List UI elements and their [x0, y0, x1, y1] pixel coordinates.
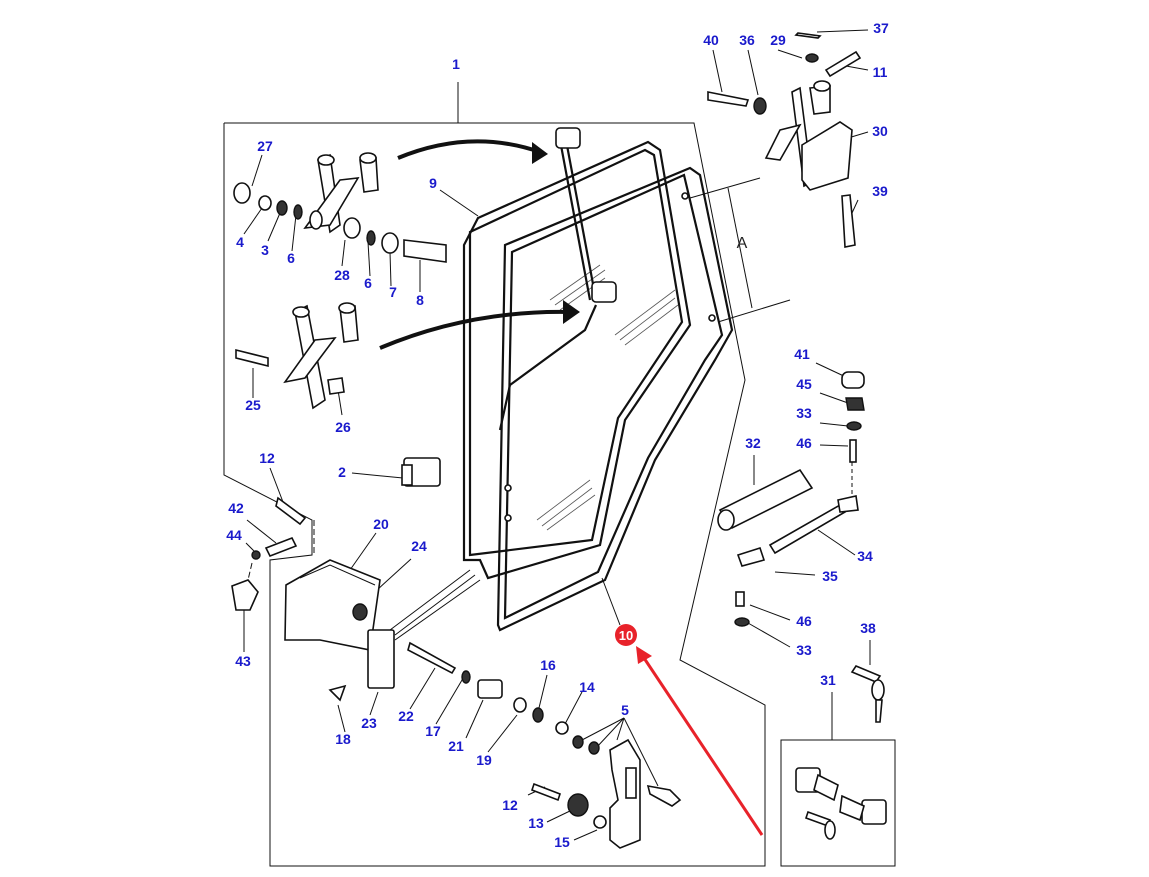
- callout-part-25[interactable]: 25: [245, 397, 261, 413]
- callout-part-1[interactable]: 1: [452, 56, 460, 72]
- callout-part-12[interactable]: 12: [259, 450, 275, 466]
- callout-part-46[interactable]: 46: [796, 613, 812, 629]
- callout-part-11[interactable]: 11: [872, 64, 888, 80]
- small-bolts-left: [231, 496, 544, 723]
- callout-part-8[interactable]: 8: [416, 292, 424, 308]
- callout-part-32[interactable]: 32: [745, 435, 761, 451]
- callout-part-13[interactable]: 13: [528, 815, 544, 831]
- callout-part-5[interactable]: 5: [621, 702, 629, 718]
- callout-part-4[interactable]: 4: [236, 234, 244, 250]
- callout-part-27[interactable]: 27: [257, 138, 273, 154]
- latch-lock-23: [367, 569, 481, 689]
- callout-part-44[interactable]: 44: [226, 527, 242, 543]
- lower-hinge-left: [235, 302, 359, 410]
- door-hinge-rod: [498, 127, 617, 431]
- callout-part-31[interactable]: 31: [820, 672, 836, 688]
- arrow-upper-hinge: [397, 139, 541, 160]
- callout-part-36[interactable]: 36: [739, 32, 755, 48]
- callout-part-7[interactable]: 7: [389, 284, 397, 300]
- keys-38: [850, 665, 885, 723]
- arrow-head: [563, 300, 580, 324]
- callout-part-3[interactable]: 3: [261, 242, 269, 258]
- callout-part-14[interactable]: 14: [579, 679, 595, 695]
- callout-part-22[interactable]: 22: [398, 708, 414, 724]
- callout-part-19[interactable]: 19: [476, 752, 492, 768]
- callout-part-23[interactable]: 23: [361, 715, 377, 731]
- callout-part-6[interactable]: 6: [364, 275, 372, 291]
- latch-cover-20: [284, 559, 381, 651]
- highlight-arrow: [638, 651, 764, 836]
- callout-part-16[interactable]: 16: [540, 657, 556, 673]
- part-2-block: [401, 457, 441, 487]
- callout-part-34[interactable]: 34: [857, 548, 873, 564]
- callout-part-37[interactable]: 37: [873, 20, 889, 36]
- handle-5: [530, 721, 682, 849]
- leader-lines: [243, 29, 871, 841]
- right-hinge-30: [707, 32, 862, 248]
- callout-part-15[interactable]: 15: [554, 834, 570, 850]
- callout-part-46[interactable]: 46: [796, 435, 812, 451]
- callout-part-33[interactable]: 33: [796, 642, 812, 658]
- callout-part-24[interactable]: 24: [411, 538, 427, 554]
- callout-part-20[interactable]: 20: [373, 516, 389, 532]
- callout-part-41[interactable]: 41: [794, 346, 810, 362]
- callout-part-6[interactable]: 6: [287, 250, 295, 266]
- inset-box-31: [780, 739, 896, 867]
- callout-part-35[interactable]: 35: [822, 568, 838, 584]
- lock-set-31: [795, 767, 887, 840]
- callout-part-45[interactable]: 45: [796, 376, 812, 392]
- callout-part-12[interactable]: 12: [502, 797, 518, 813]
- door-frame-9: [462, 140, 692, 580]
- highlighted-part-10-badge[interactable]: 10: [615, 624, 637, 646]
- upper-hinge-left: [233, 152, 447, 263]
- callout-part-39[interactable]: 39: [872, 183, 888, 199]
- dimension-label-a: A: [736, 235, 748, 252]
- callout-part-33[interactable]: 33: [796, 405, 812, 421]
- callout-part-40[interactable]: 40: [703, 32, 719, 48]
- door-glass-10: [496, 166, 734, 632]
- callout-part-18[interactable]: 18: [335, 731, 351, 747]
- callout-part-2[interactable]: 2: [338, 464, 346, 480]
- callout-part-9[interactable]: 9: [429, 175, 437, 191]
- callout-part-29[interactable]: 29: [770, 32, 786, 48]
- arrow-lower-hinge: [379, 309, 571, 350]
- callout-part-28[interactable]: 28: [334, 267, 350, 283]
- arrow-head: [532, 142, 548, 164]
- callout-part-38[interactable]: 38: [860, 620, 876, 636]
- highlight-arrowhead: [636, 646, 652, 664]
- callout-part-26[interactable]: 26: [335, 419, 351, 435]
- callout-part-43[interactable]: 43: [235, 653, 251, 669]
- gas-strut-group: [717, 371, 865, 627]
- callout-part-42[interactable]: 42: [228, 500, 244, 516]
- callout-part-30[interactable]: 30: [872, 123, 888, 139]
- callout-part-21[interactable]: 21: [448, 738, 464, 754]
- callout-part-17[interactable]: 17: [425, 723, 441, 739]
